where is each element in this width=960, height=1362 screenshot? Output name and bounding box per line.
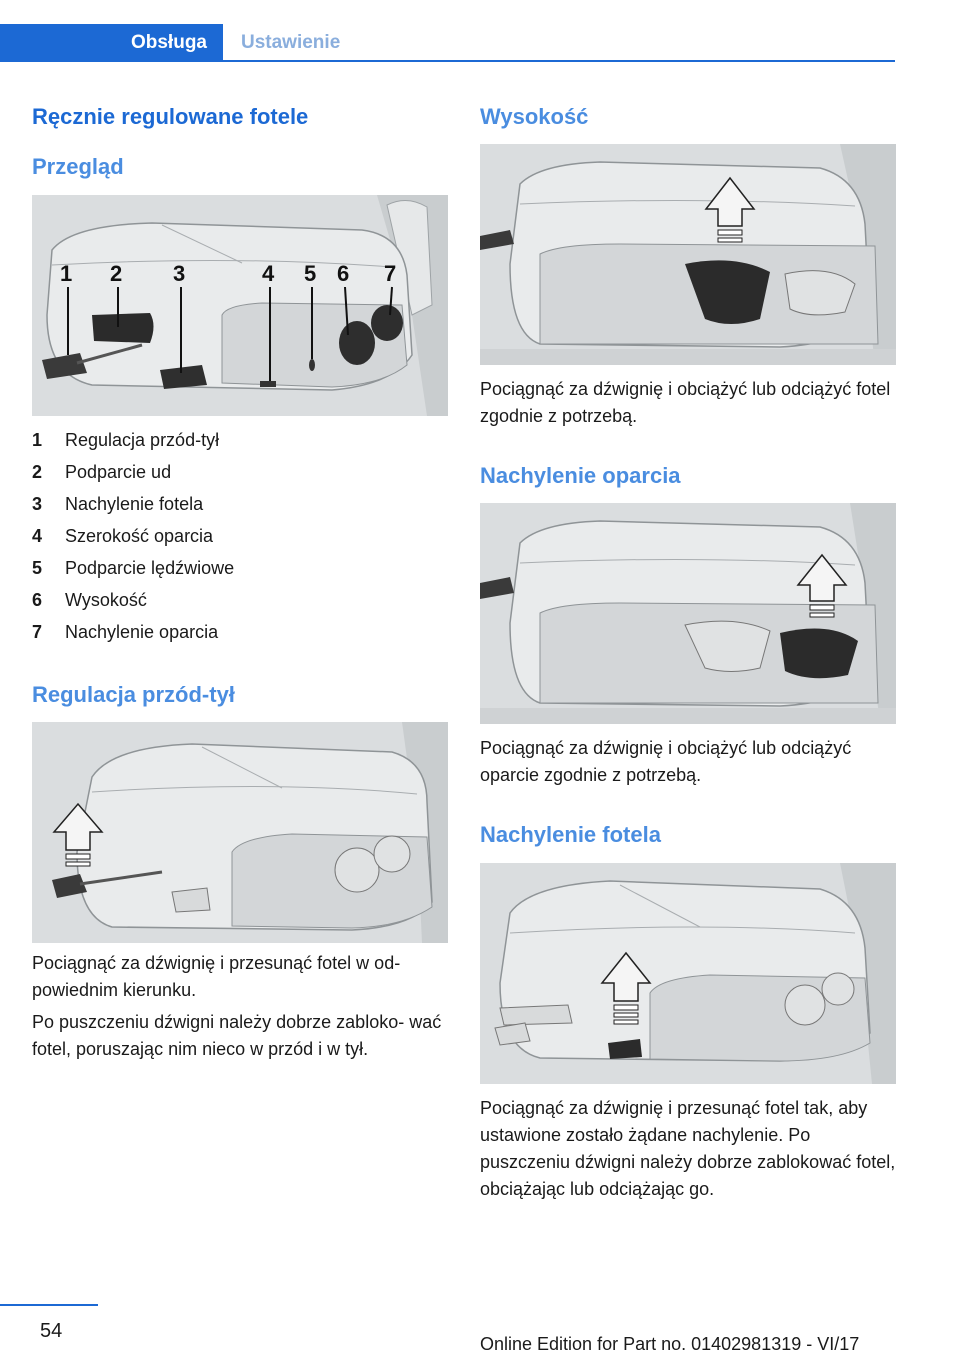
legend-number: 4: [32, 525, 43, 546]
page-title: Ręcznie regulowane fotele: [32, 104, 309, 129]
section-heading-height: Wysokość: [480, 104, 589, 129]
legend-item: 3 Nachylenie fotela: [32, 488, 448, 520]
seat-fore-aft-figure: [32, 722, 448, 943]
legend-item: 4 Szerokość oparcia: [32, 520, 448, 552]
section-heading-tilt: Nachylenie fotela: [480, 822, 661, 847]
seat-tilt-figure: [480, 863, 896, 1084]
section-heading-overview: Przegląd: [32, 154, 124, 179]
header-tabbar: Obsługa Ustawienie: [0, 24, 895, 62]
legend-number: 3: [32, 493, 43, 514]
figure-label-4: 4: [262, 261, 275, 286]
fore-aft-paragraph-1: Pociągnąć za dźwignię i przesunąć fotel …: [32, 953, 401, 1000]
page-number: 54: [40, 1320, 63, 1342]
legend-text: Podparcie lędźwiowe: [65, 557, 235, 578]
legend-item: 7 Nachylenie oparcia: [32, 616, 448, 648]
legend-item: 6 Wysokość: [32, 584, 448, 616]
section-heading-fore-aft: Regulacja przód-tył: [32, 682, 235, 707]
legend-number: 1: [32, 429, 43, 450]
height-paragraph: Pociągnąć za dźwignię i obciążyć lub odc…: [480, 379, 891, 426]
figure-label-7: 7: [384, 261, 396, 286]
legend-text: Wysokość: [65, 589, 147, 610]
figure-label-6: 6: [337, 261, 349, 286]
seat-height-figure: [480, 144, 896, 365]
legend-text: Nachylenie fotela: [65, 493, 204, 514]
seat-overview-figure: 1 2 3 4 5 6 7: [32, 195, 448, 416]
backrest-paragraph: Pociągnąć za dźwignię i obciążyć lub odc…: [480, 738, 852, 785]
seat-backrest-figure: [480, 503, 896, 724]
figure-label-2: 2: [110, 261, 122, 286]
legend-text: Podparcie ud: [65, 461, 172, 482]
legend-number: 7: [32, 621, 43, 642]
legend-item: 5 Podparcie lędźwiowe: [32, 552, 448, 584]
legend-item: 2 Podparcie ud: [32, 456, 448, 488]
fore-aft-paragraph-2: Po puszczeniu dźwigni należy dobrze zabl…: [32, 1012, 442, 1059]
figure-label-3: 3: [173, 261, 185, 286]
tab-ustawienie[interactable]: Ustawienie: [241, 32, 341, 53]
legend-number: 2: [32, 461, 43, 482]
tilt-paragraph: Pociągnąć za dźwignię i przesunąć fotel …: [480, 1098, 896, 1199]
legend-text: Regulacja przód-tył: [65, 429, 220, 450]
edition-note: Online Edition for Part no. 01402981319 …: [480, 1334, 860, 1354]
legend-number: 6: [32, 589, 43, 610]
legend-text: Nachylenie oparcia: [65, 621, 219, 642]
header-rule: [223, 60, 895, 62]
legend-number: 5: [32, 557, 43, 578]
legend-item: 1 Regulacja przód-tył: [32, 424, 448, 456]
figure-label-1: 1: [60, 261, 72, 286]
footer-rule: [0, 1304, 98, 1306]
figure-label-5: 5: [304, 261, 316, 286]
tab-obsluga[interactable]: Obsługa: [0, 24, 223, 62]
section-heading-backrest: Nachylenie oparcia: [480, 463, 681, 488]
legend-text: Szerokość oparcia: [65, 525, 214, 546]
